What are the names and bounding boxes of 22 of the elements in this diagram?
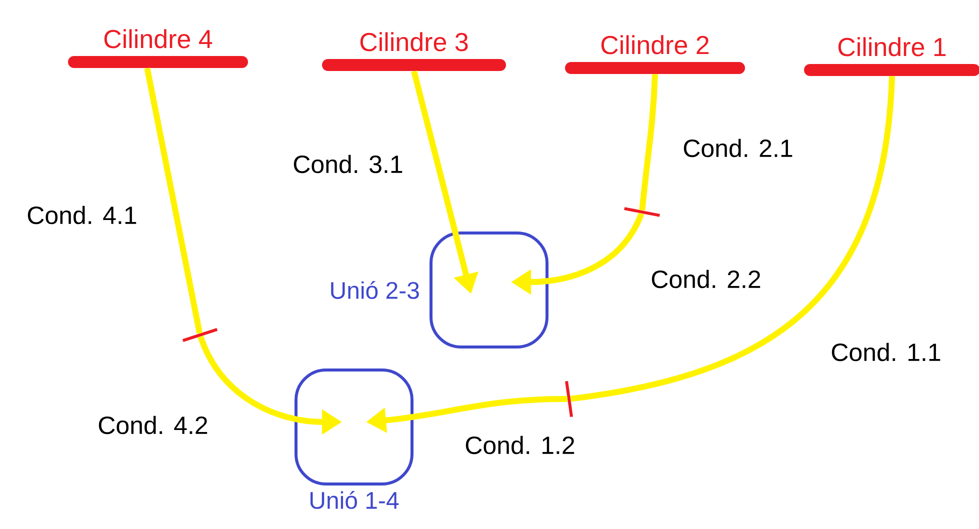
node-label: Cilindre 3 xyxy=(360,32,468,52)
edge-label: Cond. 1.1 xyxy=(830,342,942,362)
cylinder-bar: Cilindre 1 xyxy=(804,37,979,76)
edge-label: Cond. 3.1 xyxy=(292,154,404,174)
junction-box: Unió 2-3 xyxy=(331,232,548,348)
cylinder-bar: Cilindre 3 xyxy=(322,32,506,71)
node-label: Cilindre 4 xyxy=(104,29,212,48)
junction-box: Unió 1-4 xyxy=(294,368,414,509)
pipe-cut-mark xyxy=(182,328,218,342)
cylinder-bar: Cilindre 2 xyxy=(565,35,745,74)
pipe-cut-mark xyxy=(624,207,660,217)
edge-label: Cond. 4.2 xyxy=(96,414,210,436)
node-label: Cilindre 2 xyxy=(601,35,709,54)
edge-label: Cond. 2.2 xyxy=(650,268,762,290)
edge-label: Cond. 1.2 xyxy=(464,434,576,456)
cylinder-bar: Cilindre 4 xyxy=(68,29,248,68)
node-label: Unió 1-4 xyxy=(310,491,399,509)
node-label: Unió 2-3 xyxy=(331,281,419,299)
node-label: Cilindre 1 xyxy=(838,37,946,56)
edge-label: Cond. 4.1 xyxy=(26,204,138,226)
pipe-cut-mark xyxy=(565,380,573,418)
edge-label: Cond. 2.1 xyxy=(682,138,794,158)
